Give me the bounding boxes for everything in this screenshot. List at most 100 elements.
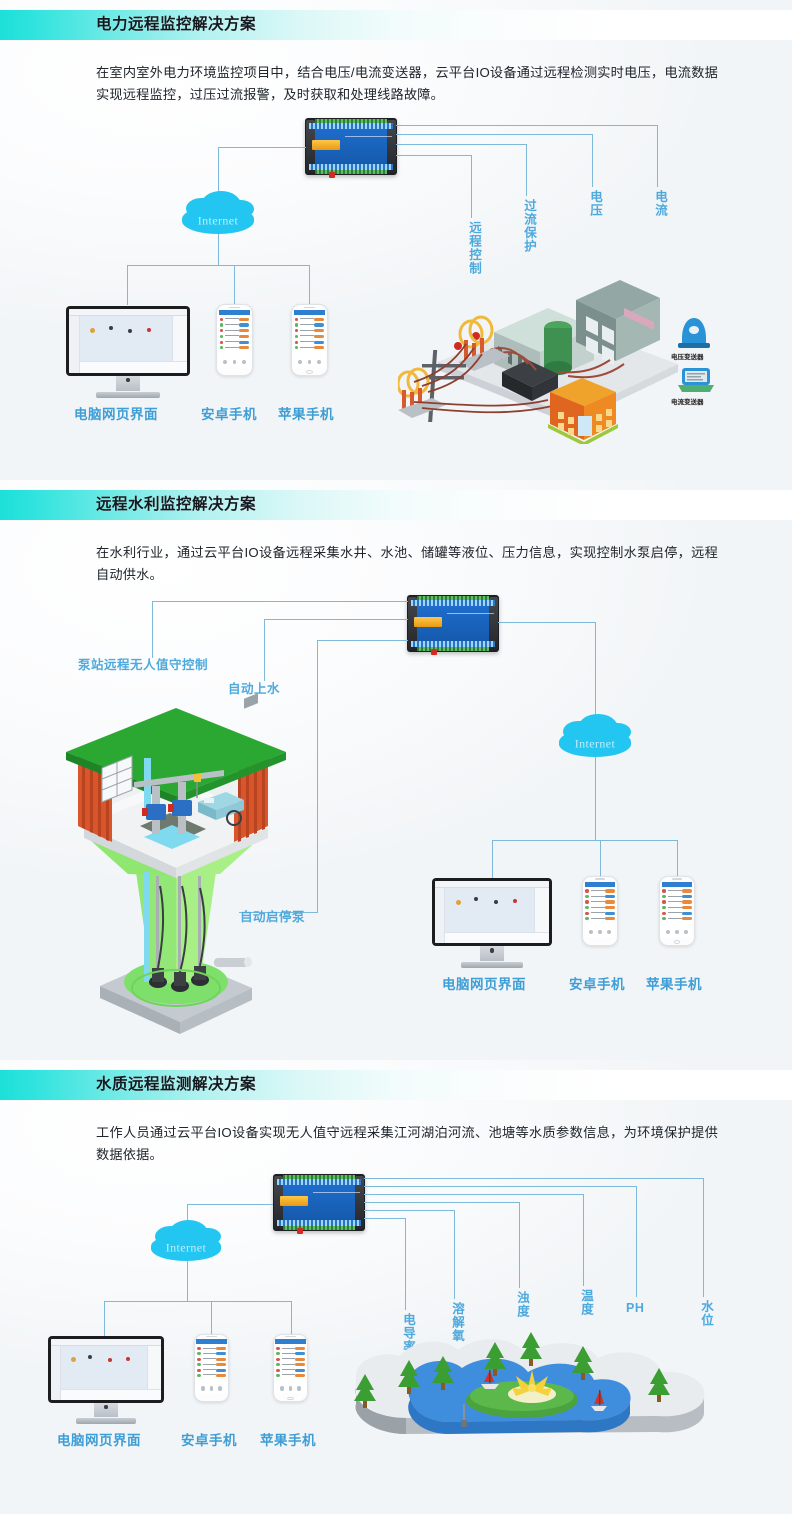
iphone bbox=[659, 876, 695, 946]
link-feature-3-v bbox=[592, 134, 593, 187]
link-device-cloud-h bbox=[187, 1204, 273, 1205]
link-feature-3-v bbox=[317, 640, 318, 912]
client-label-android: 安卓手机 bbox=[181, 1433, 237, 1448]
iphone bbox=[291, 304, 328, 376]
link-client-android bbox=[600, 840, 601, 878]
link-cloud-fanout-bar bbox=[104, 1301, 292, 1302]
client-label-iphone: 苹果手机 bbox=[260, 1433, 316, 1448]
section-description: 在室内室外电力环境监控项目中，结合电压/电流变送器，云平台IO设备通过远程检测实… bbox=[96, 65, 718, 102]
link-param-3-h bbox=[364, 1202, 520, 1203]
section-header: 电力远程监控解决方案 bbox=[0, 0, 792, 46]
param-label-dissolved-oxygen: 溶解氧 bbox=[450, 1302, 464, 1343]
link-param-5-v bbox=[636, 1186, 637, 1297]
link-device-cloud-h bbox=[218, 147, 306, 148]
param-label-conductivity: 电导率 bbox=[401, 1313, 415, 1354]
section-water-quality: 水质远程监测解决方案 工作人员通过云平台IO设备实现无人值守远程采集江河湖泊河流… bbox=[0, 1060, 792, 1514]
link-feature-4-v bbox=[657, 125, 658, 187]
internet-cloud: Internet bbox=[559, 714, 631, 757]
voltage-transmitter-icon bbox=[672, 316, 716, 350]
current-transmitter-icon bbox=[674, 364, 718, 394]
link-feature-1-v bbox=[152, 601, 153, 658]
client-label-android: 安卓手机 bbox=[201, 407, 257, 422]
header-gradient-bar bbox=[0, 1070, 792, 1100]
link-client-iphone bbox=[677, 840, 678, 878]
feature-label-auto-water-supply: 自动上水 bbox=[228, 682, 281, 696]
link-param-2-v bbox=[454, 1210, 455, 1299]
param-label-turbidity: 浊度 bbox=[515, 1291, 529, 1318]
link-feature-1-h bbox=[396, 155, 472, 156]
link-feature-3-h bbox=[317, 640, 408, 641]
link-cloud-fanout-stem bbox=[218, 234, 219, 265]
io-device-module bbox=[273, 1174, 365, 1235]
link-feature-3-h bbox=[396, 134, 593, 135]
section-header: 远程水利监控解决方案 bbox=[0, 480, 792, 526]
substation-illustration bbox=[396, 280, 678, 446]
link-param-6-v bbox=[703, 1178, 704, 1297]
section-power: 电力远程监控解决方案 在室内室外电力环境监控项目中，结合电压/电流变送器，云平台… bbox=[0, 0, 792, 480]
link-feature-2-h bbox=[264, 619, 408, 620]
cloud-label: Internet bbox=[197, 213, 239, 228]
param-label-water-level: 水位 bbox=[699, 1300, 713, 1327]
param-label-ph: PH bbox=[626, 1301, 645, 1315]
link-feature-2-v bbox=[264, 619, 265, 681]
link-feature-2-v bbox=[526, 144, 527, 196]
link-feature-4-h bbox=[396, 125, 658, 126]
link-feature-1-v bbox=[471, 155, 472, 218]
sensor-label-voltage-transmitter: 电压变送器 bbox=[671, 354, 704, 361]
client-label-android: 安卓手机 bbox=[569, 977, 625, 992]
pc-monitor bbox=[66, 306, 190, 398]
section-background bbox=[0, 1060, 792, 1514]
feature-label-overcurrent-protection: 过流保护 bbox=[522, 199, 536, 253]
link-cloud-fanout-bar bbox=[492, 840, 678, 841]
feature-label-voltage: 电压 bbox=[588, 190, 602, 217]
link-param-6-h bbox=[364, 1178, 704, 1179]
link-client-pc bbox=[104, 1301, 105, 1336]
link-client-android bbox=[234, 265, 235, 305]
section-header: 水质远程监测解决方案 bbox=[0, 1060, 792, 1106]
link-param-5-h bbox=[364, 1186, 637, 1187]
section-description: 在水利行业，通过云平台IO设备远程采集水井、水池、储罐等液位、压力信息，实现控制… bbox=[96, 545, 718, 582]
water-conservancy-diagram: 泵站远程无人值守控制 自动上水 自动启停泵 bbox=[0, 586, 792, 1046]
link-cloud-fanout-stem bbox=[595, 757, 596, 840]
power-diagram: 远程控制 过流保护 电压 电流 bbox=[0, 106, 792, 466]
link-feature-1-h bbox=[152, 601, 408, 602]
section-description: 工作人员通过云平台IO设备实现无人值守远程采集江河湖泊河流、池塘等水质参数信息，… bbox=[96, 1125, 718, 1162]
client-label-iphone: 苹果手机 bbox=[646, 977, 702, 992]
param-label-temperature: 温度 bbox=[579, 1289, 593, 1316]
link-cloud-fanout-bar bbox=[127, 265, 309, 266]
client-label-iphone: 苹果手机 bbox=[278, 407, 334, 422]
client-label-pc: 电脑网页界面 bbox=[74, 407, 158, 422]
lake-illustration bbox=[354, 1332, 705, 1434]
cloud-label: Internet bbox=[574, 736, 616, 751]
pc-monitor bbox=[432, 878, 552, 968]
pump-station-scene bbox=[48, 686, 298, 1036]
link-param-1-h bbox=[364, 1218, 406, 1219]
link-feature-3-tail bbox=[239, 912, 318, 913]
link-param-4-h bbox=[364, 1194, 584, 1195]
internet-cloud: Internet bbox=[182, 191, 254, 234]
io-device-module bbox=[305, 118, 397, 179]
feature-label-remote-control: 远程控制 bbox=[467, 221, 481, 275]
link-param-3-v bbox=[519, 1202, 520, 1288]
link-client-android bbox=[211, 1301, 212, 1336]
link-cloud-fanout-stem bbox=[187, 1261, 188, 1301]
sailboat-right bbox=[591, 1390, 607, 1411]
substation-scene bbox=[396, 224, 698, 446]
link-feature-2-h bbox=[396, 144, 527, 145]
android-phone bbox=[194, 1334, 229, 1402]
link-param-1-v bbox=[405, 1218, 406, 1310]
internet-cloud: Internet bbox=[151, 1219, 221, 1261]
header-gradient-bar bbox=[0, 10, 792, 40]
link-device-cloud-h bbox=[498, 622, 596, 623]
section-water-conservancy: 远程水利监控解决方案 在水利行业，通过云平台IO设备远程采集水井、水池、储罐等液… bbox=[0, 480, 792, 1060]
feature-label-auto-pump-start-stop: 自动启停泵 bbox=[240, 910, 306, 924]
pc-monitor bbox=[48, 1336, 164, 1424]
pump-station-illustration bbox=[66, 693, 286, 1034]
header-gradient-bar bbox=[0, 490, 792, 520]
water-quality-diagram: 电导率 溶解氧 浊度 温度 PH 水位 bbox=[0, 1166, 792, 1500]
link-param-4-v bbox=[583, 1194, 584, 1286]
section-background bbox=[0, 0, 792, 480]
link-client-iphone bbox=[291, 1301, 292, 1336]
page-title: 电力远程监控解决方案 bbox=[96, 16, 257, 33]
link-client-pc bbox=[127, 265, 128, 305]
